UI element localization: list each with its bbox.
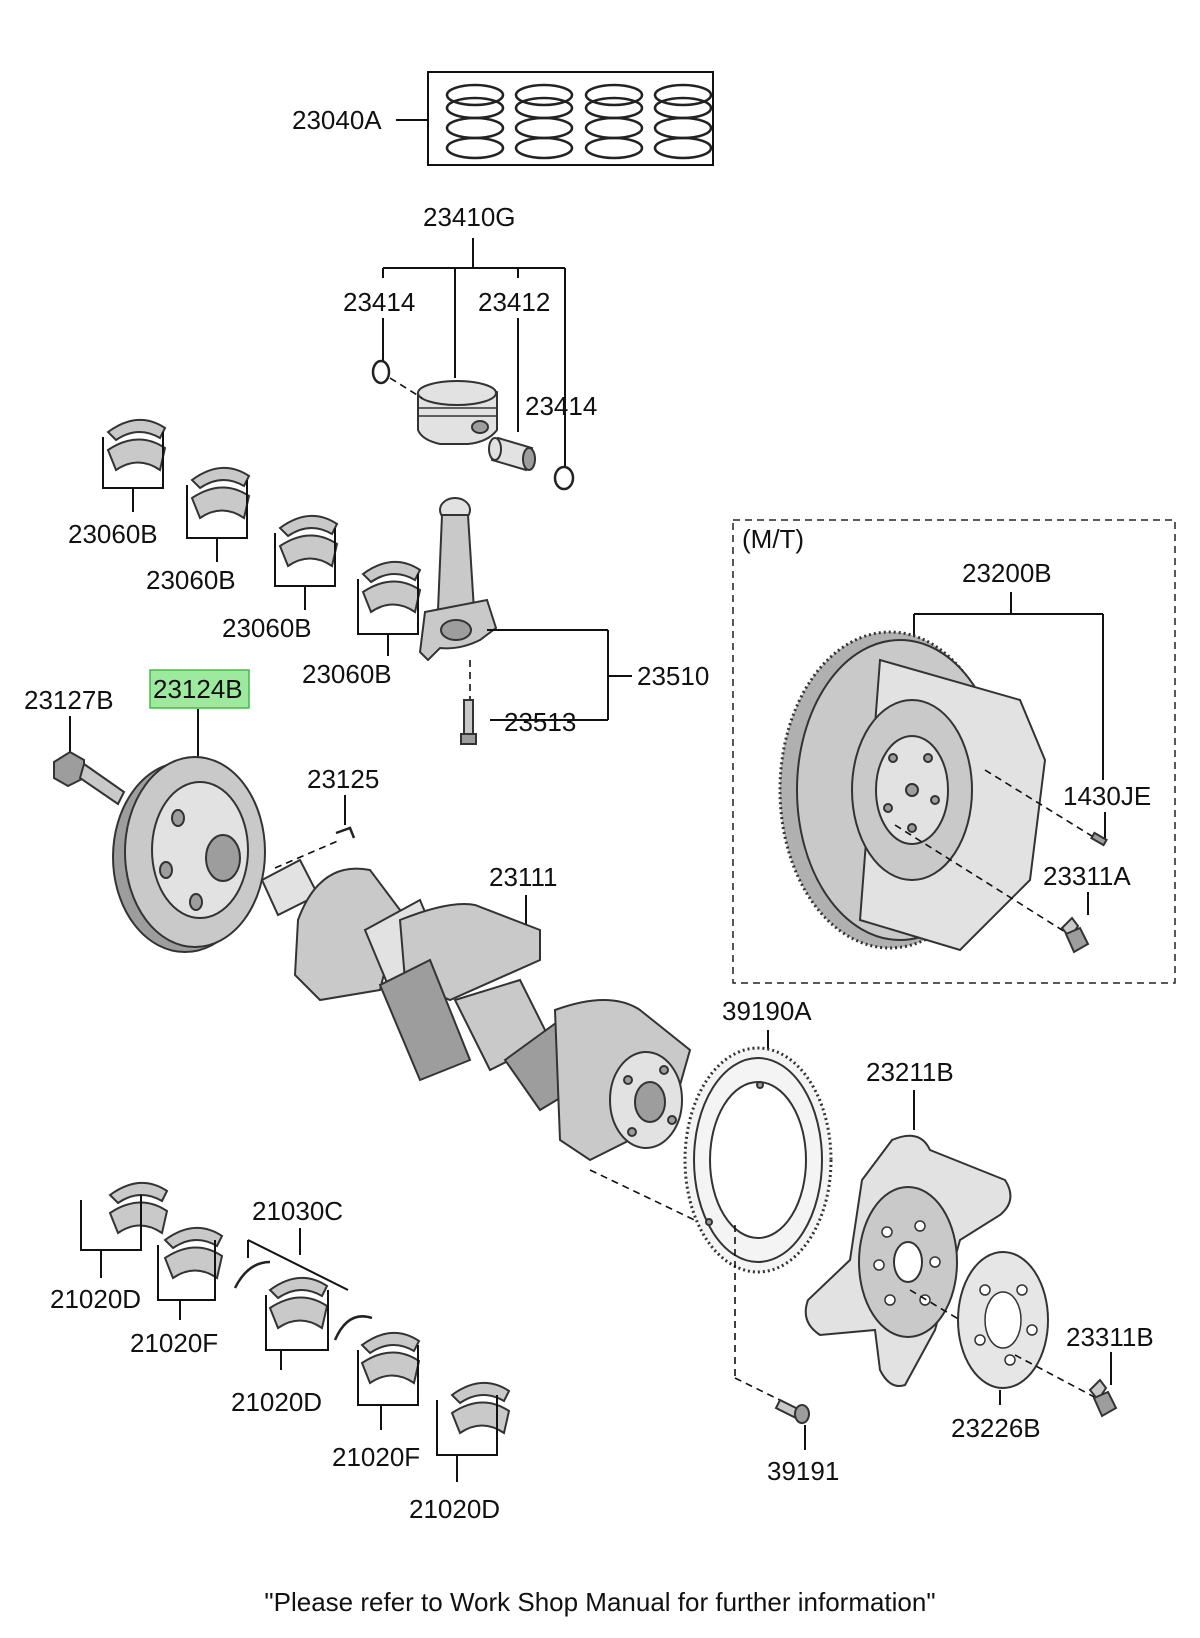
label-target-wheel[interactable]: 39190A bbox=[722, 996, 812, 1026]
main-bearing-4[interactable] bbox=[360, 1331, 421, 1385]
rod-bolt[interactable] bbox=[460, 699, 477, 745]
label-rod-bolt[interactable]: 23513 bbox=[504, 707, 576, 737]
conrod-bearing-4[interactable] bbox=[361, 560, 422, 614]
label-thrust-washer[interactable]: 21030C bbox=[252, 1196, 343, 1226]
label-piston-pin[interactable]: 23412 bbox=[478, 287, 550, 317]
label-connecting-rod[interactable]: 23510 bbox=[637, 661, 709, 691]
label-snap-ring-right[interactable]: 23414 bbox=[525, 391, 597, 421]
label-flywheel-bolt[interactable]: 23311A bbox=[1043, 861, 1131, 891]
label-drive-plate[interactable]: 23211B bbox=[866, 1057, 954, 1087]
snap-ring-right[interactable] bbox=[553, 465, 575, 491]
drive-plate[interactable] bbox=[804, 1134, 1012, 1387]
label-mt-box[interactable]: (M/T) bbox=[742, 524, 804, 554]
snap-ring-left[interactable] bbox=[371, 359, 391, 385]
label-main-bearing-2[interactable]: 21020F bbox=[130, 1328, 218, 1358]
piston-pin[interactable] bbox=[488, 436, 536, 472]
dowel-pin[interactable] bbox=[1090, 831, 1108, 847]
target-wheel-screw[interactable] bbox=[774, 1398, 810, 1424]
connecting-rod[interactable] bbox=[418, 497, 498, 662]
label-key[interactable]: 23125 bbox=[307, 764, 379, 794]
crankshaft[interactable] bbox=[260, 858, 692, 1162]
label-conrod-bearing-2[interactable]: 23060B bbox=[146, 565, 236, 595]
conrod-bearing-1[interactable] bbox=[106, 418, 167, 472]
label-conrod-bearing-3[interactable]: 23060B bbox=[222, 613, 312, 643]
label-dowel-pin[interactable]: 1430JE bbox=[1063, 781, 1151, 811]
drive-plate-bolt[interactable] bbox=[1088, 1378, 1118, 1418]
main-bearing-1[interactable] bbox=[108, 1181, 169, 1235]
label-flywheel-assy[interactable]: 23200B bbox=[962, 558, 1052, 588]
thrust-washer-1[interactable] bbox=[233, 1260, 271, 1289]
label-piston-assy[interactable]: 23410G bbox=[423, 202, 516, 232]
label-crankshaft[interactable]: 23111 bbox=[489, 862, 557, 892]
label-main-bearing-4[interactable]: 21020F bbox=[332, 1442, 420, 1472]
highlight-box bbox=[149, 669, 250, 709]
label-adapter-plate[interactable]: 23226B bbox=[951, 1413, 1041, 1443]
flywheel[interactable] bbox=[778, 630, 1047, 952]
flywheel-bolt[interactable] bbox=[1060, 916, 1090, 954]
key[interactable] bbox=[335, 826, 356, 839]
thrust-washer-2[interactable] bbox=[333, 1315, 373, 1341]
conrod-bearing-3[interactable] bbox=[278, 514, 339, 568]
label-main-bearing-3[interactable]: 21020D bbox=[231, 1387, 322, 1417]
label-damper-pulley[interactable]: 23124B bbox=[153, 674, 243, 704]
label-pulley-bolt[interactable]: 23127B bbox=[24, 685, 114, 715]
label-drive-plate-bolt[interactable]: 23311B bbox=[1066, 1322, 1154, 1352]
label-main-bearing-1[interactable]: 21020D bbox=[50, 1284, 141, 1314]
mt-box bbox=[732, 519, 1176, 984]
main-bearing-5[interactable] bbox=[450, 1381, 511, 1435]
label-target-wheel-screw[interactable]: 39191 bbox=[767, 1456, 839, 1486]
label-conrod-bearing-1[interactable]: 23060B bbox=[68, 519, 158, 549]
main-bearing-2[interactable] bbox=[163, 1226, 224, 1280]
conrod-bearing-2[interactable] bbox=[190, 466, 251, 520]
label-piston-ring-set[interactable]: 23040A bbox=[292, 105, 382, 135]
pulley-bolt[interactable] bbox=[53, 750, 126, 806]
main-bearing-3[interactable] bbox=[268, 1276, 329, 1330]
label-snap-ring-left[interactable]: 23414 bbox=[343, 287, 415, 317]
adapter-plate[interactable] bbox=[957, 1251, 1049, 1389]
target-wheel[interactable] bbox=[683, 1046, 833, 1274]
piston[interactable] bbox=[417, 380, 498, 445]
footer-note: "Please refer to Work Shop Manual for fu… bbox=[264, 1587, 935, 1617]
piston-ring-set[interactable] bbox=[427, 71, 714, 166]
label-main-bearing-5[interactable]: 21020D bbox=[409, 1494, 500, 1524]
label-conrod-bearing-4[interactable]: 23060B bbox=[302, 659, 392, 689]
damper-pulley[interactable] bbox=[112, 756, 266, 953]
